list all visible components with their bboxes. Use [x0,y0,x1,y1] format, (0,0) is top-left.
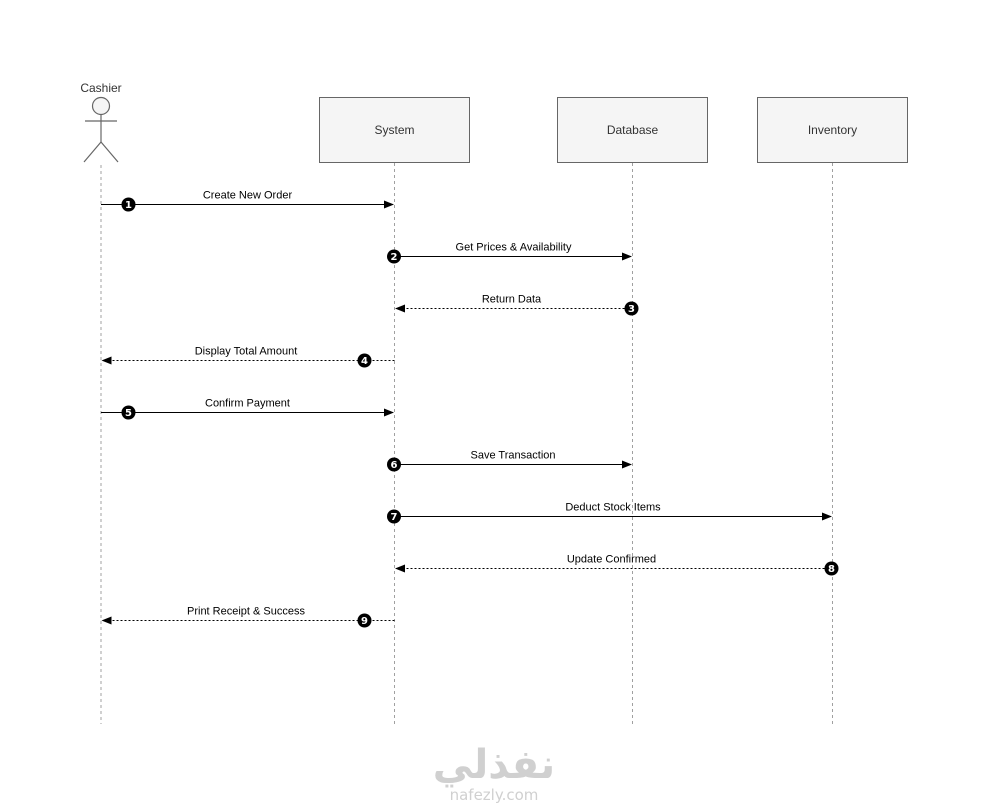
watermark-logo-text: نفذلي [433,742,555,788]
inventory-box [757,97,908,163]
message-8-label: Update Confirmed [567,554,656,566]
message-3: Return Data 3 [395,294,639,316]
step-8-number: 8 [828,564,835,575]
message-4-label: Display Total Amount [195,346,298,358]
inventory-label: Inventory [808,123,857,137]
message-7: Deduct Stock Items 7 [387,502,832,524]
step-5-number: 5 [125,408,132,419]
step-4-badge [357,353,372,368]
participant-cashier: Cashier [80,81,122,724]
actor-icon [83,96,119,163]
database-box [557,97,708,163]
step-2-badge [387,249,401,264]
message-5: Confirm Payment 5 [101,398,394,420]
system-label: System [374,123,414,137]
message-6-label: Save Transaction [471,450,556,462]
step-1-badge [121,197,136,212]
message-2-label: Get Prices & Availability [456,242,572,254]
step-2-number: 2 [391,252,398,263]
message-4: Display Total Amount 4 [101,346,395,368]
message-9: Print Receipt & Success 9 [101,606,395,628]
step-7-number: 7 [391,512,398,523]
step-3-number: 3 [628,304,635,315]
participant-system: System [319,97,470,724]
step-5-badge [121,405,136,420]
cashier-label: Cashier [80,81,121,95]
participant-inventory: Inventory [757,97,908,724]
step-4-number: 4 [361,356,368,367]
watermark-site: nafezly.com [450,786,539,804]
participant-database: Database [557,97,708,724]
message-2: Get Prices & Availability 2 [387,242,632,264]
message-1-label: Create New Order [203,190,293,202]
message-5-label: Confirm Payment [205,398,290,410]
message-9-label: Print Receipt & Success [187,606,305,618]
step-6-number: 6 [391,460,398,471]
step-9-number: 9 [361,616,368,627]
step-9-badge [357,613,372,628]
message-7-label: Deduct Stock Items [565,502,661,514]
message-8: Update Confirmed 8 [395,554,839,576]
watermark: نفذلي nafezly.com [433,742,555,804]
step-3-badge [624,301,639,316]
step-6-badge [387,457,401,472]
database-label: Database [607,123,659,137]
system-box [319,97,470,163]
message-3-label: Return Data [482,294,542,306]
step-8-badge [824,561,839,576]
message-1: Create New Order 1 [101,190,394,212]
message-6: Save Transaction 6 [387,450,632,472]
step-7-badge [387,509,401,524]
step-1-number: 1 [125,200,132,211]
